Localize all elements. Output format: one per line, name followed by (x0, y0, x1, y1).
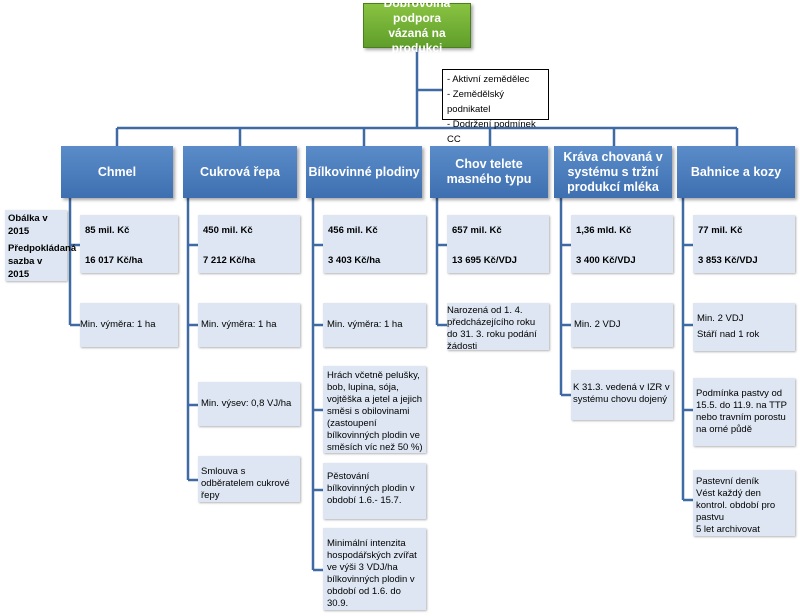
condition-cell: Narozená od 1. 4. předcházejícího roku d… (447, 303, 549, 352)
condition-active-farmer: - Aktivní zemědělec (447, 74, 530, 85)
general-conditions: - Aktivní zemědělec - Zemědělský podnika… (442, 69, 549, 145)
envelope-cell-bilkovinne-plodiny: 456 mil. Kč 3 403 Kč/ha (323, 215, 426, 273)
condition-cell: Hrách včetně pelušky, bob, lupina, sója,… (323, 366, 426, 453)
condition-cell: Min. výměra: 1 ha (323, 303, 426, 347)
envelope-cell-chov-telete: 657 mil. Kč 13 695 Kč/VDJ (447, 215, 549, 273)
header-bilkovinne-plodiny: Bílkovinné plodiny (306, 146, 422, 198)
condition-cell: Pastevní deník Vést každý den kontrol. o… (693, 470, 795, 536)
root-node: Dobrovolná podpora vázaná na produkci (363, 0, 471, 55)
condition-agricultural-entrepreneur: - Zemědělský podnikatel (447, 89, 505, 115)
condition-cell: Pěstování bílkovinných plodin v období 1… (323, 463, 426, 519)
envelope-cell-cukrova-repa: 450 mil. Kč 7 212 Kč/ha (198, 215, 300, 273)
condition-cc-compliance: - Dodržení podmínek CC (447, 119, 536, 145)
condition-cell: Smlouva s odběratelem cukrové řepy (198, 456, 300, 502)
condition-cell: Min. 2 VDJ (571, 303, 673, 347)
root-line-2: vázaná na produkci (388, 25, 446, 55)
root-line-1: Dobrovolná podpora (383, 0, 451, 25)
header-cukrova-repa: Cukrová řepa (183, 146, 297, 198)
header-bahnice-kozy: Bahnice a kozy (677, 146, 795, 198)
condition-cell: Podmínka pastvy od 15.5. do 11.9. na TTP… (693, 378, 795, 446)
condition-cell: Min. výměra: 1 ha (80, 303, 178, 347)
envelope-cell-krava-mleko: 1,36 mld. Kč 3 400 Kč/VDJ (571, 215, 673, 273)
condition-cell: Minimální intenzita hospodářských zvířat… (323, 528, 426, 610)
condition-cell: Min. 2 VDJ Stáří nad 1 rok (693, 303, 795, 351)
condition-cell: K 31.3. vedená v IZR v systému chovu doj… (571, 370, 673, 420)
condition-cell: Min. výsev: 0,8 VJ/ha (198, 382, 300, 426)
condition-cell: Min. výměra: 1 ha (198, 303, 300, 347)
row-label-envelope-rate: Obálka v 2015 Předpokládaná sazba v 2015 (5, 210, 76, 281)
header-chmel: Chmel (61, 146, 173, 198)
envelope-cell-bahnice-kozy: 77 mil. Kč 3 853 Kč/VDJ (693, 215, 795, 273)
envelope-cell-chmel: 85 mil. Kč 16 017 Kč/ha (80, 215, 178, 273)
